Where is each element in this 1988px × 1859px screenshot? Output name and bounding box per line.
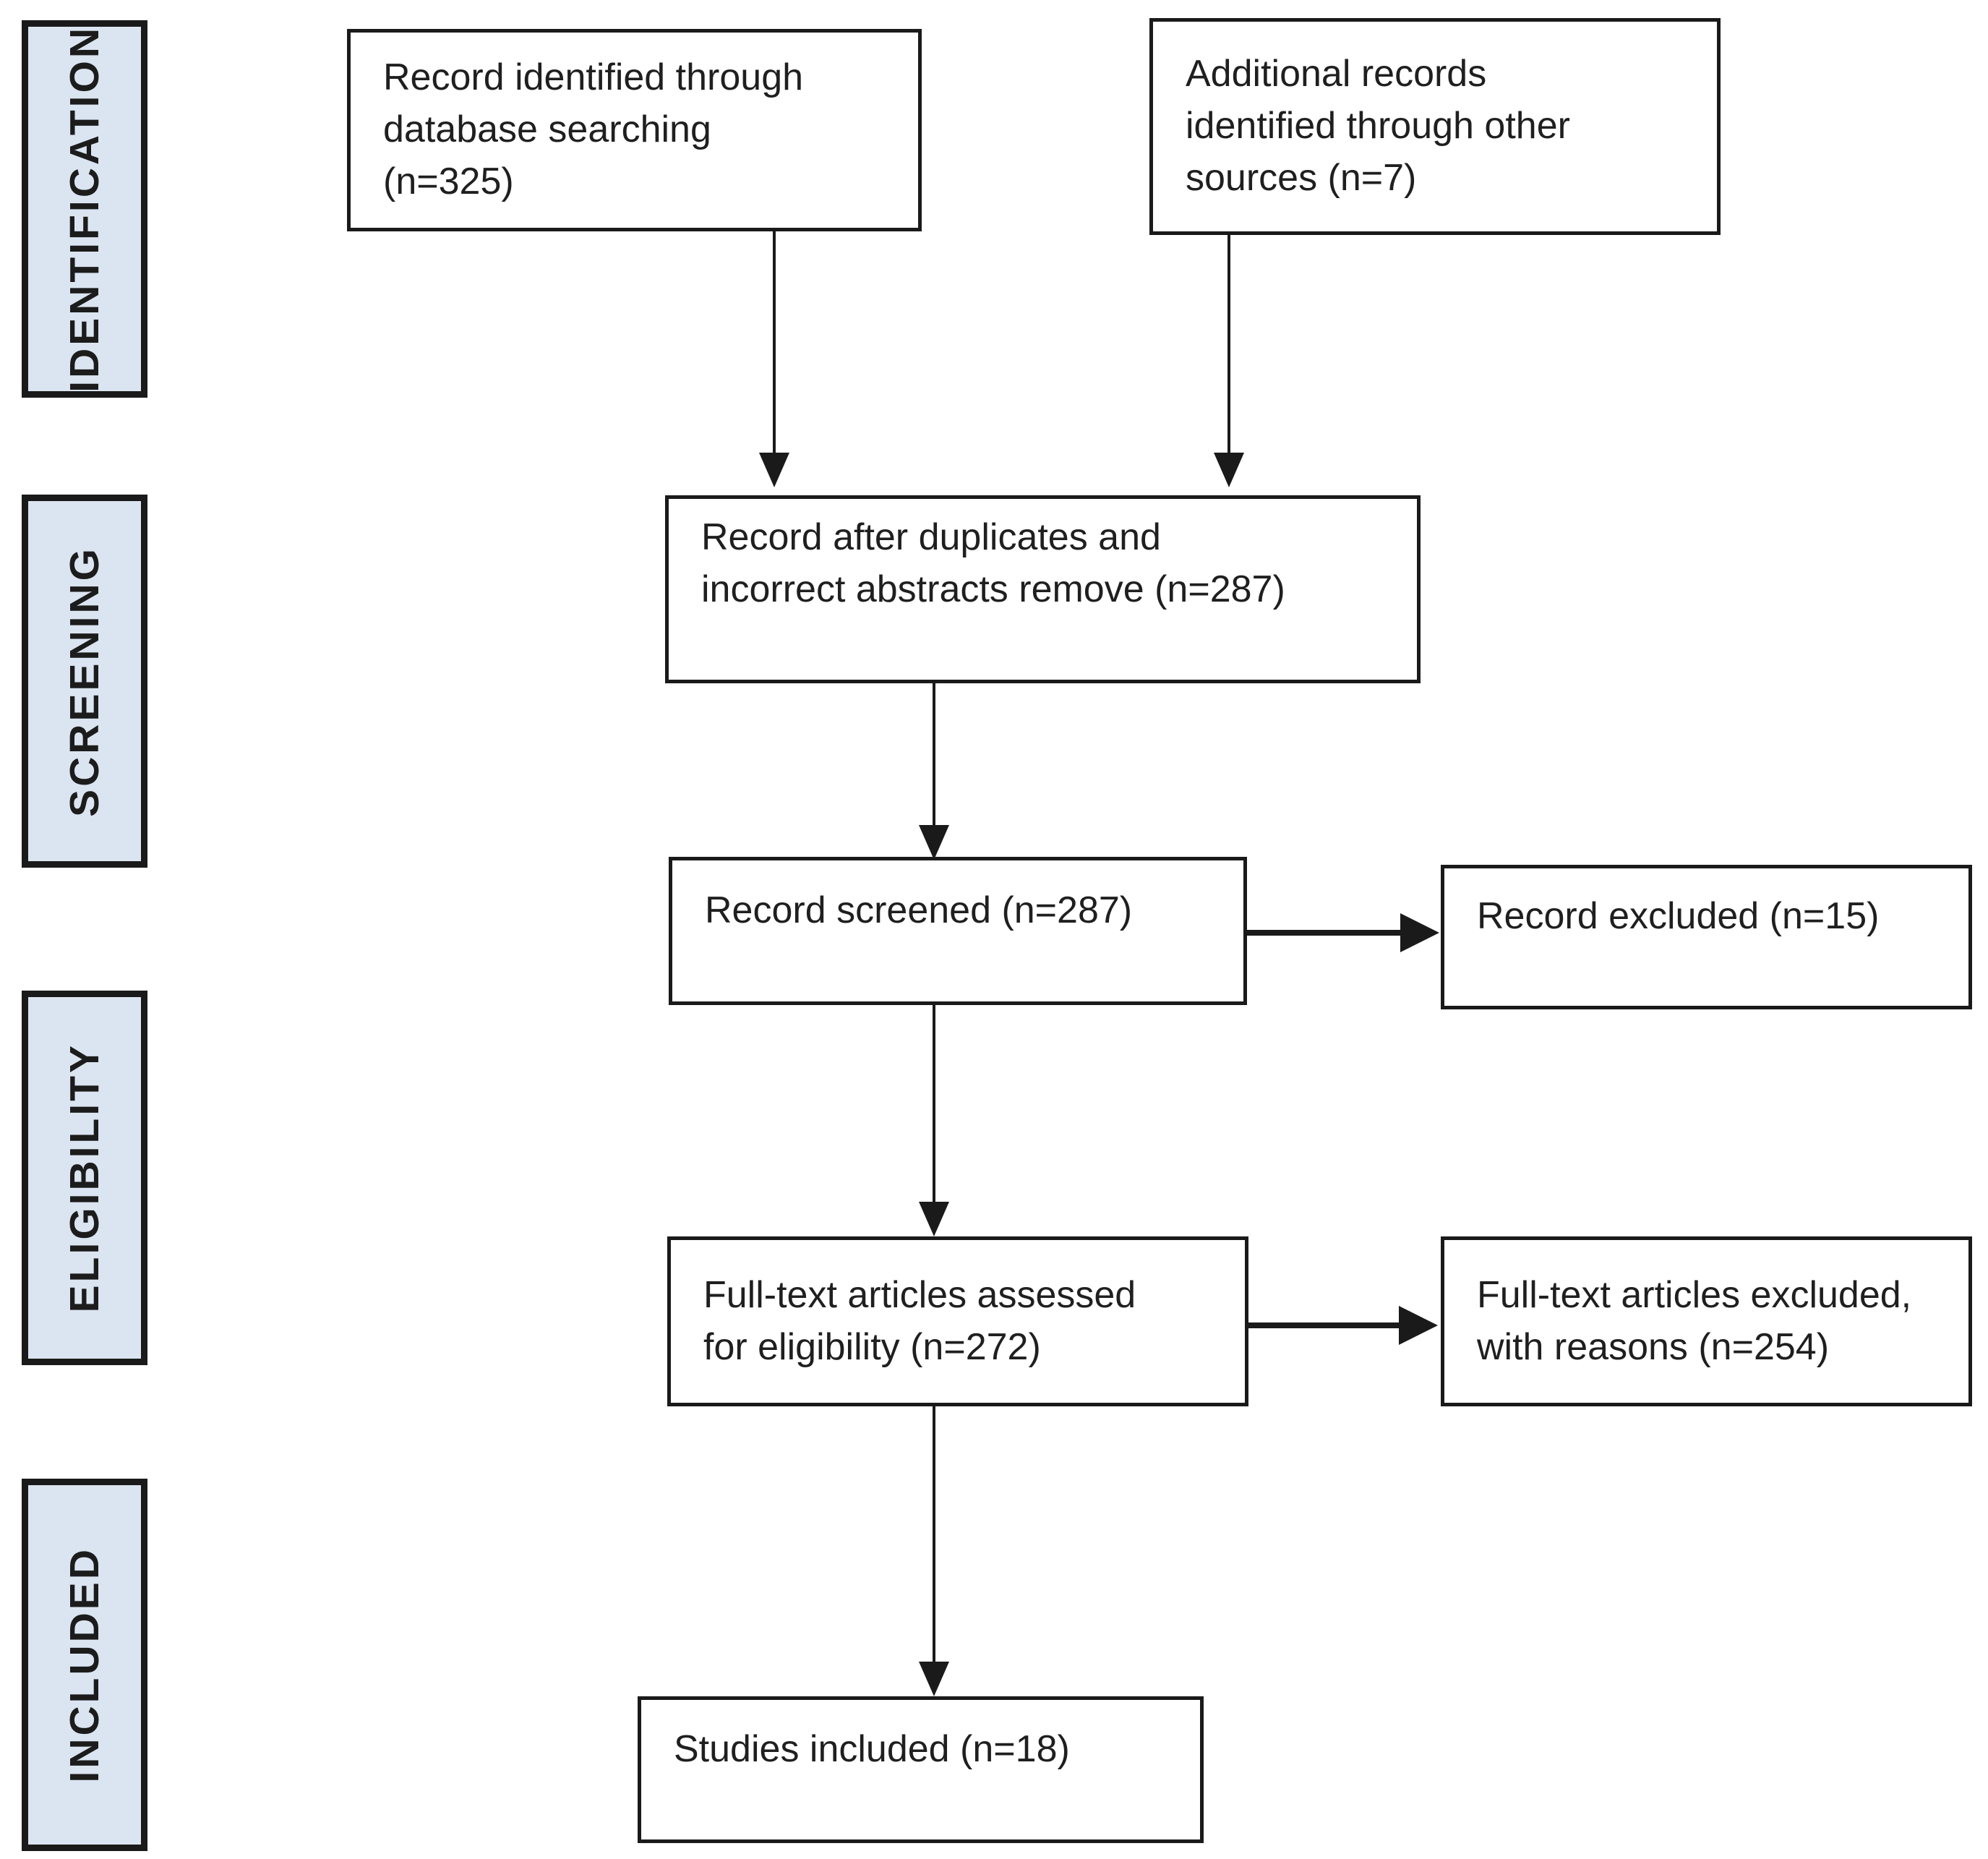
node-line: Record after duplicates and [701,516,1161,559]
stage-eligibility: ELIGIBILITY [22,991,147,1365]
arrowhead-down-icon [919,1202,949,1236]
node-line: Full-text articles excluded, [1477,1273,1912,1316]
node-line: Record excluded (n=15) [1477,895,1880,938]
arrow-screened-to-excluded [1247,930,1403,936]
arrowhead-right-icon [1399,1306,1438,1345]
arrow-identified-to-dedup [773,231,776,454]
stage-identification: IDENTIFICATION [22,20,147,398]
node-records-identified: Record identified through database searc… [347,29,922,231]
node-line: Record identified through [383,56,804,99]
arrowhead-down-icon [1214,453,1244,487]
stage-eligibility-label: ELIGIBILITY [61,1043,108,1313]
node-fulltext-excluded: Full-text articles excluded, with reason… [1441,1236,1972,1406]
node-line: (n=325) [383,160,514,202]
node-after-duplicates: Record after duplicates and incorrect ab… [665,495,1421,683]
node-line: sources (n=7) [1186,156,1417,199]
stage-screening: SCREENING [22,495,147,868]
arrow-additional-to-dedup [1227,235,1230,454]
arrow-screened-to-fulltext [933,1005,935,1203]
arrow-dedup-to-screened [933,683,935,826]
arrowhead-down-icon [759,453,789,487]
node-studies-included: Studies included (n=18) [638,1696,1204,1843]
node-line: incorrect abstracts remove (n=287) [701,568,1285,610]
node-line: Additional records [1186,53,1487,95]
node-records-screened: Record screened (n=287) [669,857,1247,1005]
stage-included: INCLUDED [22,1479,147,1851]
node-additional-records: Additional records identified through ot… [1149,18,1721,235]
node-line: identified through other [1186,105,1570,148]
arrow-fulltext-to-excluded [1248,1322,1402,1328]
node-line: with reasons (n=254) [1477,1325,1830,1368]
node-line: for eligibility (n=272) [703,1325,1041,1368]
node-line: database searching [383,108,711,151]
arrowhead-down-icon [919,825,949,860]
node-fulltext-assessed: Full-text articles assessed for eligibil… [667,1236,1248,1406]
arrowhead-down-icon [919,1662,949,1696]
node-line: Record screened (n=287) [705,889,1133,931]
stage-included-label: INCLUDED [61,1547,108,1783]
arrow-fulltext-to-included [933,1406,935,1663]
node-records-excluded: Record excluded (n=15) [1441,865,1972,1009]
stage-screening-label: SCREENING [61,545,108,817]
arrowhead-right-icon [1400,913,1439,952]
node-line: Full-text articles assessed [703,1273,1136,1316]
stage-identification-label: IDENTIFICATION [61,25,108,393]
node-line: Studies included (n=18) [674,1727,1070,1770]
